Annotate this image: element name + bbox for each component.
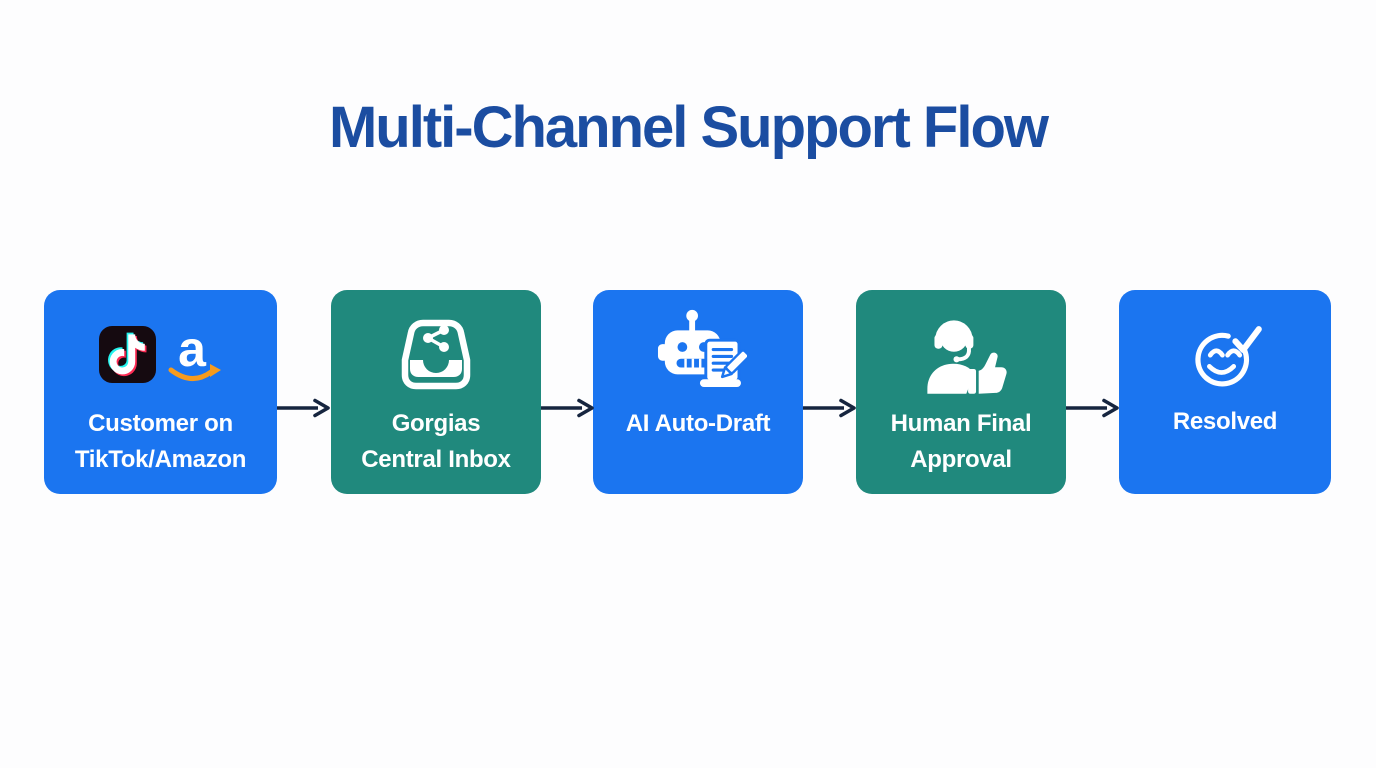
flow-arrow-3 <box>803 398 856 418</box>
channel-icons-row: a <box>99 316 222 392</box>
flow-arrow-4 <box>1066 398 1119 418</box>
smiley-check-icon <box>1195 326 1262 387</box>
tiktok-icon <box>99 325 156 383</box>
robot-draft-icon <box>657 309 747 388</box>
robot-icon-row <box>649 309 747 388</box>
agent-icon-row <box>915 316 1007 394</box>
diagram-title: Multi-Channel Support Flow <box>328 95 1049 160</box>
flow-step-gorgias-inbox: Gorgias Central Inbox <box>331 290 541 494</box>
step-label: Resolved <box>1172 408 1278 435</box>
step-label: AI Auto-Draft <box>625 410 771 437</box>
support-agent-thumbs-up-icon <box>927 320 1007 394</box>
flow-step-resolved: Resolved <box>1119 290 1331 494</box>
flow-step-human-approval: Human Final Approval <box>856 290 1066 494</box>
step-label: Gorgias Central Inbox <box>361 410 511 473</box>
flow-step-ai-auto-draft: AI Auto-Draft <box>593 290 803 494</box>
flow-step-customer-channels: a Customer on TikTok/Amazon <box>44 290 277 494</box>
inbox-share-icon <box>401 319 471 390</box>
inbox-icon-row <box>396 316 476 392</box>
flow-arrow-2 <box>541 398 594 418</box>
step-label: Customer on TikTok/Amazon <box>74 410 247 473</box>
flow-arrow-1 <box>277 398 330 418</box>
amazon-icon: a <box>168 324 221 381</box>
smiley-icon-row <box>1186 318 1264 394</box>
svg-text:a: a <box>178 324 207 377</box>
step-label: Human Final Approval <box>890 410 1032 473</box>
